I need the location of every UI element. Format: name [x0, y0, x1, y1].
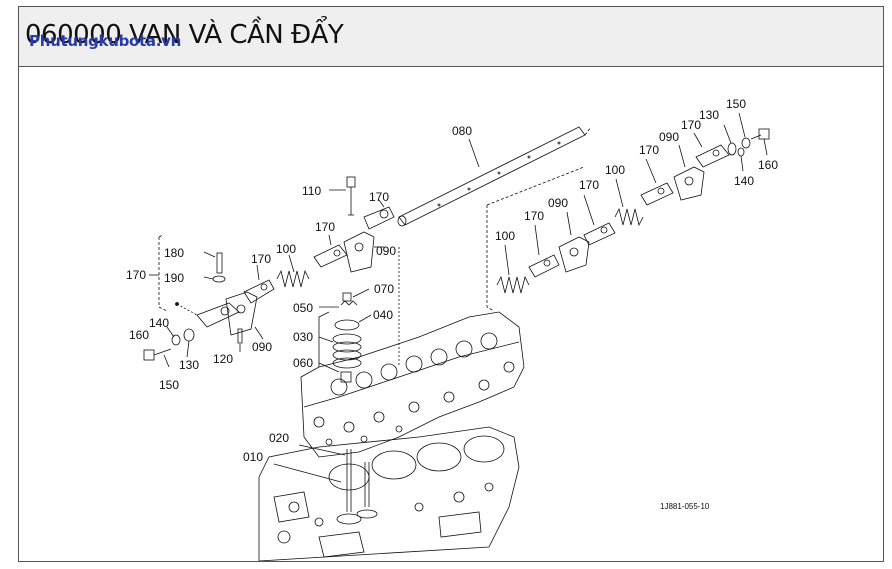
part-label: 170: [681, 118, 701, 132]
part-label: 030: [293, 330, 313, 344]
part-label: 100: [605, 163, 625, 177]
cylinder-block: [258, 426, 520, 562]
part-label: 170: [315, 220, 335, 234]
exploded-parts-diagram: 080 110 170 170 090 100 170 180 190 170 …: [19, 67, 883, 562]
part-label: 130: [699, 108, 719, 122]
part-label: 060: [293, 356, 313, 370]
diagram-frame: 060000 VAN VÀ CẦN ĐẨY Phutungkubota.vn: [18, 6, 884, 562]
part-label: 020: [269, 431, 289, 445]
part-label: 170: [639, 143, 659, 157]
part-label: 070: [374, 282, 394, 296]
part-label: 100: [276, 242, 296, 256]
part-label: 090: [376, 244, 396, 258]
rocker-arm-group-right: [496, 132, 730, 294]
cylinder-head: [300, 311, 525, 458]
part-label: 160: [758, 158, 778, 172]
part-number-labels: 080 110 170 170 090 100 170 180 190 170 …: [126, 97, 778, 464]
part-label: 050: [293, 301, 313, 315]
part-label: 100: [495, 229, 515, 243]
part-label: 170: [251, 252, 271, 266]
valves: [273, 444, 378, 525]
part-label: 010: [243, 450, 263, 464]
part-label: 090: [659, 130, 679, 144]
rocker-end-hardware-right: [723, 112, 770, 172]
valve-spring-stack: [318, 247, 400, 383]
part-label: 080: [452, 124, 472, 138]
part-label: 120: [213, 352, 233, 366]
part-label: 140: [734, 174, 754, 188]
parts-drawing: 080 110 170 170 090 100 170 180 190 170 …: [126, 97, 778, 562]
rocker-assembly-far-left: [143, 234, 264, 368]
part-label: 130: [179, 358, 199, 372]
part-label: 040: [373, 308, 393, 322]
rocker-arm-group-left: [243, 199, 395, 304]
part-label: 150: [159, 378, 179, 392]
part-label: 140: [149, 316, 169, 330]
part-label: 170: [524, 209, 544, 223]
part-label: 180: [164, 246, 184, 260]
part-label: 160: [129, 328, 149, 342]
part-label: 170: [579, 178, 599, 192]
title-bar: 060000 VAN VÀ CẦN ĐẨY Phutungkubota.vn: [19, 7, 883, 67]
drawing-reference-code: 1J881-055-10: [660, 502, 710, 511]
bolt-110: [329, 176, 356, 216]
page-title: 060000 VAN VÀ CẦN ĐẨY: [25, 20, 344, 50]
watermark-logo: Phutungkubota.vn: [29, 32, 181, 50]
part-label: 190: [164, 271, 184, 285]
rocker-shaft: [397, 126, 592, 227]
part-label: 090: [252, 340, 272, 354]
part-label: 170: [126, 268, 146, 282]
part-label: 110: [302, 184, 321, 198]
part-label: 170: [369, 190, 389, 204]
part-label: 090: [548, 196, 568, 210]
part-label: 150: [726, 97, 746, 111]
